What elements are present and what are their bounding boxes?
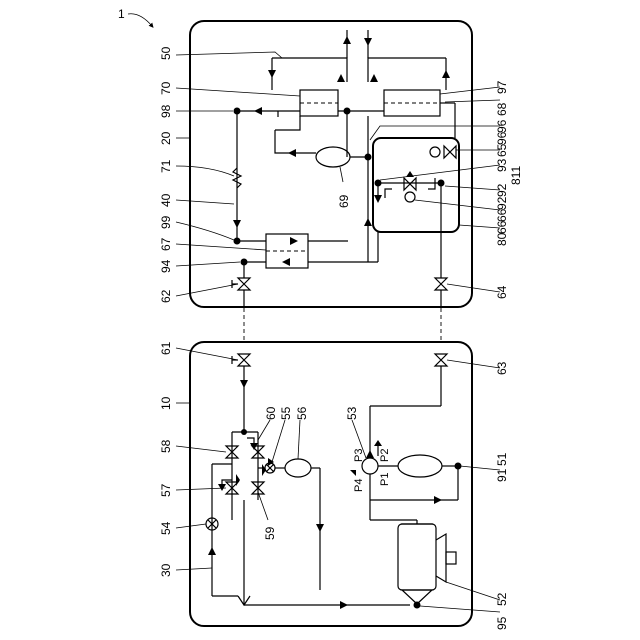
figure-ref: 1 [118,7,152,26]
label-40: 40 [159,193,173,207]
figure-leader [128,14,152,26]
valve-bridge [218,429,266,520]
leader-lines [176,52,500,612]
accumulator-51 [398,455,442,477]
label-p4: P4 [353,479,365,492]
label-30: 30 [159,563,173,577]
label-51: 51 [495,452,509,466]
valve-61 [232,354,250,432]
label-60: 60 [264,406,278,420]
four-way-valve-53 [350,406,398,520]
upper-unit-box [190,21,472,307]
heat-exchanger-50 [268,30,450,90]
label-56: 56 [295,406,309,420]
valve-64 [435,278,447,306]
label-93: 93 [495,158,509,172]
label-50: 50 [159,46,173,60]
label-66: 66 [495,208,509,222]
label-94: 94 [159,259,173,273]
figure-number: 1 [118,7,125,21]
label-92b: 92 [495,196,509,210]
label-92: 92 [495,183,509,197]
compressor-52 [370,520,456,609]
label-61: 61 [159,341,173,355]
receiver-56 [285,459,311,477]
label-p1: P1 [379,473,391,486]
label-71: 71 [159,159,173,173]
label-p3: P3 [353,449,365,462]
labels-left: 50 70 98 20 71 40 99 67 94 62 61 10 58 5… [159,46,173,577]
label-68: 68 [495,102,509,116]
label-63: 63 [495,361,509,375]
label-811: 811 [509,166,523,185]
label-58: 58 [159,439,173,453]
label-96b: 96 [495,131,509,145]
label-66b: 66 [495,220,509,234]
label-62: 62 [159,289,173,303]
label-70: 70 [159,81,173,95]
exchanger-70 [300,90,338,116]
label-53: 53 [345,406,359,420]
label-64: 64 [495,285,509,299]
label-98: 98 [159,104,173,118]
valve-63 [370,354,447,406]
label-59: 59 [263,526,277,540]
label-55: 55 [279,406,293,420]
label-57: 57 [159,483,173,497]
valve-65 [430,146,456,158]
label-95: 95 [495,616,509,630]
label-p2: P2 [379,449,391,462]
label-67: 67 [159,237,173,251]
labels-right: 97 68 96 96 65 93 811 92 92 66 66 80 64 … [495,80,523,630]
label-20: 20 [159,131,173,145]
label-91: 91 [495,468,509,482]
label-97: 97 [495,80,509,94]
label-52: 52 [495,592,509,606]
label-65: 65 [495,143,509,157]
label-99: 99 [159,215,173,229]
valve-62 [232,262,250,306]
label-54: 54 [159,521,173,535]
receiver-69 [316,147,350,167]
label-80: 80 [495,232,509,246]
label-96: 96 [495,119,509,133]
labels-inner: 69 60 55 56 53 59 P1 P2 P3 P4 [263,194,391,540]
label-69: 69 [337,194,351,208]
label-10: 10 [159,396,173,410]
